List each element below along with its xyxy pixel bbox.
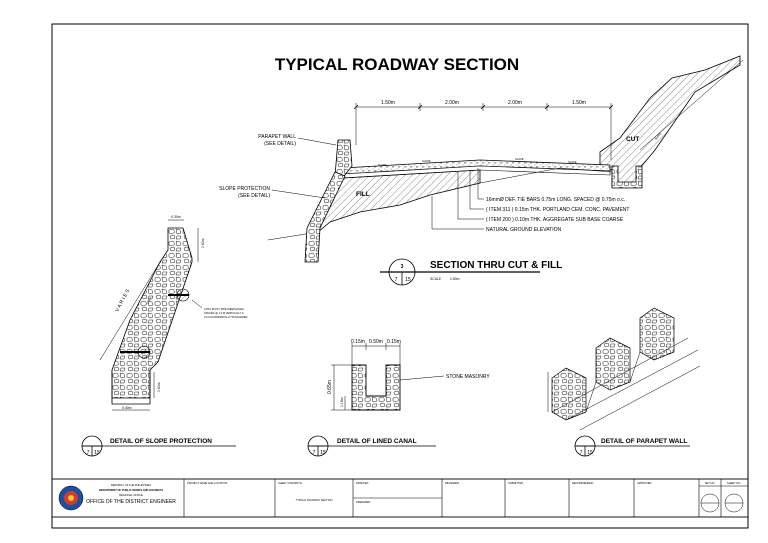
parapet-detail-title: DETAIL OF PARAPET WALL xyxy=(601,438,687,445)
office-name: OFFICE OF THE DISTRICT ENGINEER xyxy=(86,499,176,505)
parapet-ref-right: 15 xyxy=(587,450,593,456)
title-block: REPUBLIC OF THE PHILIPPINES DEPARTMENT O… xyxy=(51,478,749,518)
sheet-no-header: SHEET NO. xyxy=(727,481,741,485)
canal-material-note: STONE MASONRY xyxy=(446,374,490,380)
slope-protection-detail: 0.30m 0.60m V A R I E S 0.30m 0.60m 0.40… xyxy=(81,215,248,457)
svg-text:SLOPE: SLOPE xyxy=(568,160,577,164)
fill-label: FILL xyxy=(356,191,370,198)
parapet-note-line2: (SEE DETAIL) xyxy=(264,141,296,147)
sheet-number-symbols xyxy=(700,493,744,513)
slope-mid-dim: 0.30m xyxy=(145,296,152,304)
callout-subbase: ( ITEM 200 ) 0.10m THK. AGGREGATE SUB BA… xyxy=(486,217,624,223)
reviewed-header: REVIEWED: xyxy=(445,481,460,485)
canal-ref-right: 15 xyxy=(320,450,326,456)
slope-note-line1: SLOPE PROTECTION xyxy=(219,186,270,192)
agency-line2: DEPARTMENT OF PUBLIC WORKS AND HIGHWAYS xyxy=(99,488,163,492)
agency-line3: REGIONAL OFFICE xyxy=(119,493,143,497)
canal-detail-title: DETAIL OF LINED CANAL xyxy=(337,438,417,445)
slope-side-dim: 0.60m xyxy=(201,238,205,248)
sheet-border xyxy=(51,23,749,529)
canal-dim-right: 0.15m xyxy=(387,339,401,345)
submitted-header: SUBMITTED: xyxy=(508,481,524,485)
canal-ref-left: 7 xyxy=(313,450,316,456)
drafted-header: DRAFTED: xyxy=(356,481,369,485)
callout-pavement: ( ITEM 311 ) 0.15m THK. PORTLAND CEM. CO… xyxy=(486,207,629,213)
section-title: SECTION THRU CUT & FILL xyxy=(430,260,562,271)
slope-detail-title: DETAIL OF SLOPE PROTECTION xyxy=(110,438,212,445)
recommended-header: RECOMMENDED: xyxy=(572,481,594,485)
road-canal xyxy=(611,165,643,189)
scale-label: SCALE xyxy=(430,277,442,281)
slope-top-dim: 0.30m xyxy=(171,215,181,219)
svg-text:SLOPE: SLOPE xyxy=(422,159,431,163)
cut-hatch-area xyxy=(599,55,741,187)
svg-text:SLOPE: SLOPE xyxy=(654,131,663,140)
cut-label: CUT xyxy=(626,136,639,143)
parapet-ref-left: 7 xyxy=(580,450,583,456)
canal-dim-left: 0.15m xyxy=(351,339,365,345)
parapet-wall xyxy=(334,139,353,177)
lined-canal-detail: 0.15m 0.50m 0.15m 0.65m 0.15m STONE MASO… xyxy=(307,339,490,457)
callout-natural-ground: NATURAL GROUND ELEVATION xyxy=(486,227,561,233)
canal-height-inner: 0.15m xyxy=(340,397,344,407)
scale-value: 1:50m xyxy=(450,277,460,281)
agency-line1: REPUBLIC OF THE PHILIPPINES xyxy=(111,483,151,487)
section-mark-ref-right: 15 xyxy=(405,277,411,283)
project-header: PROJECT NAME AND LOCATION: xyxy=(187,481,228,485)
weephole-note-line2: SPACED @ 1.0 M VERTICALLY & xyxy=(204,311,244,315)
section-mark-number: 3 xyxy=(401,264,404,270)
sheet-contents-value: TYPICAL ROADWAY SECTION xyxy=(296,498,333,502)
slope-base-width: 0.40m xyxy=(122,406,132,410)
set-no-header: SET NO. xyxy=(705,481,716,485)
canal-section xyxy=(351,364,401,411)
slope-base-height: 0.60m xyxy=(157,382,161,392)
slope-ref-right: 15 xyxy=(94,450,100,456)
canal-height-outer: 0.65m xyxy=(327,380,333,394)
weephole-note-line3: 2.0 M HORIZONTALLY STAGGERED xyxy=(204,315,248,319)
dim-lane-right: 2.00m xyxy=(508,100,522,106)
weephole-note-line1: 0.05m Ø PVC PIPE WEEPHOLES xyxy=(204,307,244,311)
approved-header: APPROVED: xyxy=(637,481,652,485)
parapet-note-line1: PARAPET WALL xyxy=(258,134,296,140)
slope-varies-label: V A R I E S xyxy=(114,288,131,313)
slope-ref-left: 7 xyxy=(87,450,90,456)
slope-protection xyxy=(304,171,346,263)
dim-shoulder-right: 1.50m xyxy=(572,100,586,106)
callout-tie-bars: 16mmØ DEF. TIE BARS 0.75m LONG. SPACED @… xyxy=(486,197,625,203)
canal-dim-mid: 0.50m xyxy=(369,339,383,345)
parapet-wall-detail: 7 15 DETAIL OF PARAPET WALL xyxy=(547,307,701,457)
svg-text:SLOPE: SLOPE xyxy=(515,157,524,161)
slope-note-line2: (SEE DETAIL) xyxy=(238,193,270,199)
dim-shoulder-left: 1.50m xyxy=(381,100,395,106)
dim-lane-left: 2.00m xyxy=(445,100,459,106)
section-mark-ref-left: 7 xyxy=(395,277,398,283)
prepared-header: PREPARED: xyxy=(356,500,371,504)
svg-text:SLOPE: SLOPE xyxy=(378,163,387,167)
dpwh-seal-logo xyxy=(58,485,84,511)
sheet-contents-header: SHEET CONTENTS: xyxy=(278,481,303,485)
sheet-title: TYPICAL ROADWAY SECTION xyxy=(275,55,519,74)
main-section-drawing: 1.50m 2.00m 2.00m 1.50m CUT SLOPE SLOPE … xyxy=(219,55,744,286)
